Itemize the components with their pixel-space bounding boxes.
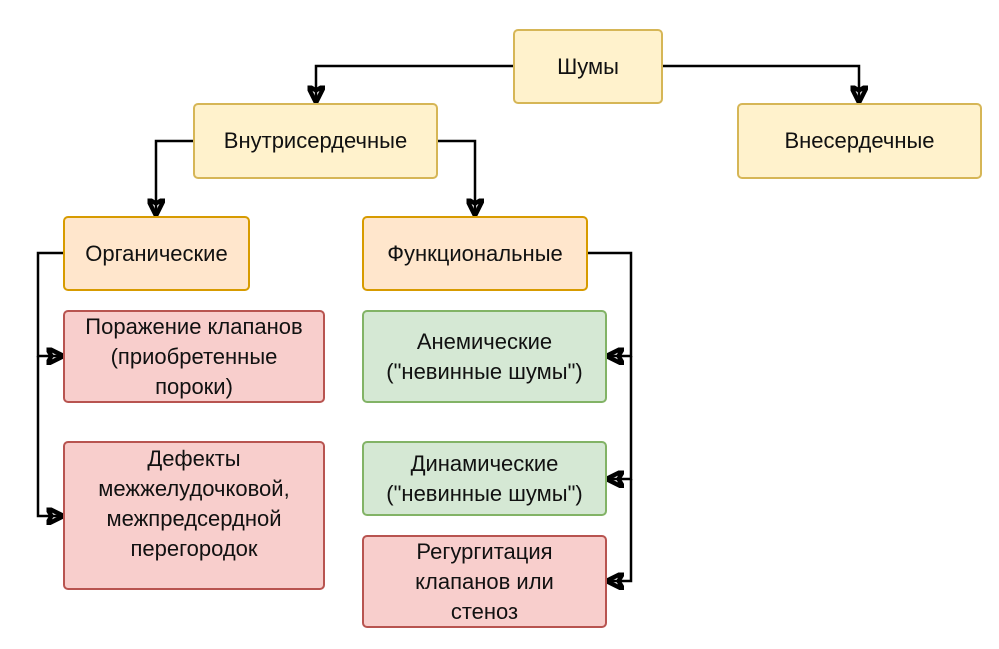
node-functional-label: Функциональные — [387, 240, 563, 266]
node-septal-defects: Дефекты межжелудочковой, межпредсердной … — [63, 441, 325, 590]
node-organic: Органические — [63, 216, 250, 291]
node-valve-lesion: Поражение клапанов (приобретенные пороки… — [63, 310, 325, 403]
node-functional: Функциональные — [362, 216, 588, 291]
edge-intracardiac-organic — [156, 139, 193, 214]
node-extracardiac: Внесердечные — [737, 103, 982, 179]
node-regurgitation: Регургитация клапанов или стеноз — [362, 535, 607, 628]
node-valve-lesion-label: Поражение клапанов (приобретенные пороки… — [85, 313, 303, 399]
node-intracardiac-label: Внутрисердечные — [223, 128, 408, 153]
edge-root-intracardiac — [316, 64, 513, 101]
edge-organic-septal-defects — [36, 356, 62, 516]
node-anemic: Анемические ("невинные шумы") — [362, 310, 607, 403]
edge-root-extracardiac — [663, 64, 859, 101]
node-anemic-label: Анемические ("невинные шумы") — [386, 328, 583, 384]
edge-functional-anemic — [588, 251, 633, 356]
node-dynamic-label: Динамические ("невинные шумы") — [386, 450, 583, 506]
node-organic-label: Органические — [85, 240, 228, 266]
edge-functional-regurgitation — [608, 479, 633, 581]
node-extracardiac-label: Внесердечные — [784, 128, 935, 153]
node-murmurs-label: Шумы — [557, 53, 619, 79]
node-septal-defects-label: Дефекты межжелудочковой, межпредсердной … — [98, 446, 290, 561]
node-dynamic: Динамические ("невинные шумы") — [362, 441, 607, 516]
edge-functional-dynamic — [608, 356, 633, 479]
node-murmurs: Шумы — [513, 29, 663, 104]
node-regurgitation-label: Регургитация клапанов или стеноз — [415, 538, 554, 624]
edge-organic-valve-lesion — [36, 251, 63, 356]
node-intracardiac: Внутрисердечные — [193, 103, 438, 179]
edge-intracardiac-functional — [438, 139, 475, 214]
